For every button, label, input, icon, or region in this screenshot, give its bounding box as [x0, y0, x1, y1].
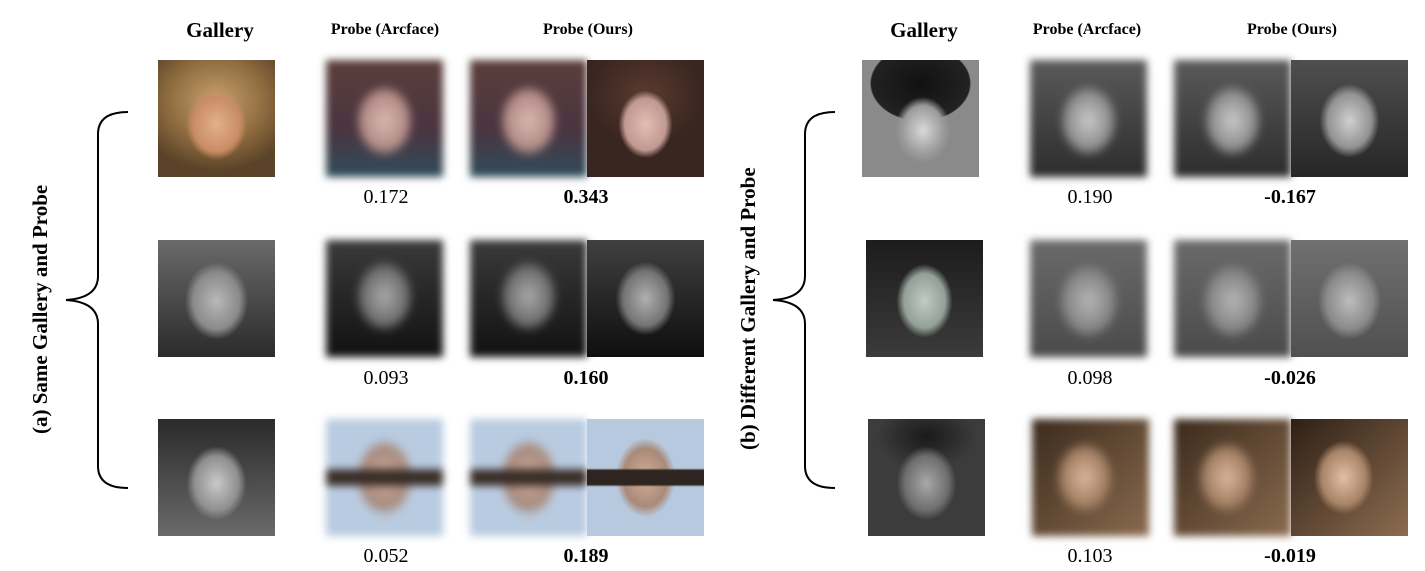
probe-ours-blurred-a1	[470, 60, 587, 177]
gallery-face-b2	[866, 240, 983, 357]
ours-score-b3: -0.019	[1264, 545, 1316, 567]
ours-score-b1: -0.167	[1264, 186, 1316, 208]
header-probe-ours-a: Probe (Ours)	[543, 21, 633, 38]
gallery-face-b3	[868, 419, 985, 536]
brace-a	[65, 111, 129, 489]
probe-ours-restored-b1	[1291, 60, 1408, 177]
arcface-score-b2: 0.098	[1067, 367, 1113, 389]
brace-b	[772, 111, 836, 489]
probe-ours-blurred-b2	[1174, 240, 1291, 357]
probe-ours-restored-a1	[587, 60, 704, 177]
side-label-a: (a) Same Gallery and Probe	[28, 184, 52, 434]
gallery-face-b1	[862, 60, 979, 177]
ours-score-a3: 0.189	[563, 545, 609, 567]
ours-score-a1: 0.343	[563, 186, 609, 208]
probe-arcface-face-b2	[1030, 240, 1147, 357]
probe-ours-blurred-b1	[1174, 60, 1291, 177]
arcface-score-a1: 0.172	[363, 186, 409, 208]
header-gallery-b: Gallery	[890, 18, 958, 42]
ours-score-b2: -0.026	[1264, 367, 1316, 389]
probe-ours-restored-b2	[1291, 240, 1408, 357]
side-label-b: (b) Different Gallery and Probe	[736, 167, 760, 450]
probe-arcface-face-b1	[1030, 60, 1147, 177]
header-probe-ours-b: Probe (Ours)	[1247, 21, 1337, 38]
gallery-face-a2	[158, 240, 275, 357]
header-probe-arcface-b: Probe (Arcface)	[1032, 21, 1142, 38]
gallery-face-a1	[158, 60, 275, 177]
arcface-score-b1: 0.190	[1067, 186, 1113, 208]
header-gallery-a: Gallery	[186, 18, 254, 42]
ours-score-a2: 0.160	[563, 367, 609, 389]
probe-arcface-face-a3	[326, 419, 443, 536]
probe-ours-blurred-a2	[470, 240, 587, 357]
probe-arcface-face-a1	[326, 60, 443, 177]
header-probe-arcface-a: Probe (Arcface)	[330, 21, 440, 38]
probe-ours-blurred-b3	[1174, 419, 1291, 536]
probe-arcface-face-a2	[326, 240, 443, 357]
probe-ours-restored-a2	[587, 240, 704, 357]
arcface-score-a2: 0.093	[363, 367, 409, 389]
gallery-face-a3	[158, 419, 275, 536]
probe-ours-restored-b3	[1291, 419, 1408, 536]
probe-ours-blurred-a3	[470, 419, 587, 536]
probe-arcface-face-b3	[1032, 419, 1149, 536]
arcface-score-b3: 0.103	[1067, 545, 1113, 567]
arcface-score-a3: 0.052	[363, 545, 409, 567]
probe-ours-restored-a3	[587, 419, 704, 536]
